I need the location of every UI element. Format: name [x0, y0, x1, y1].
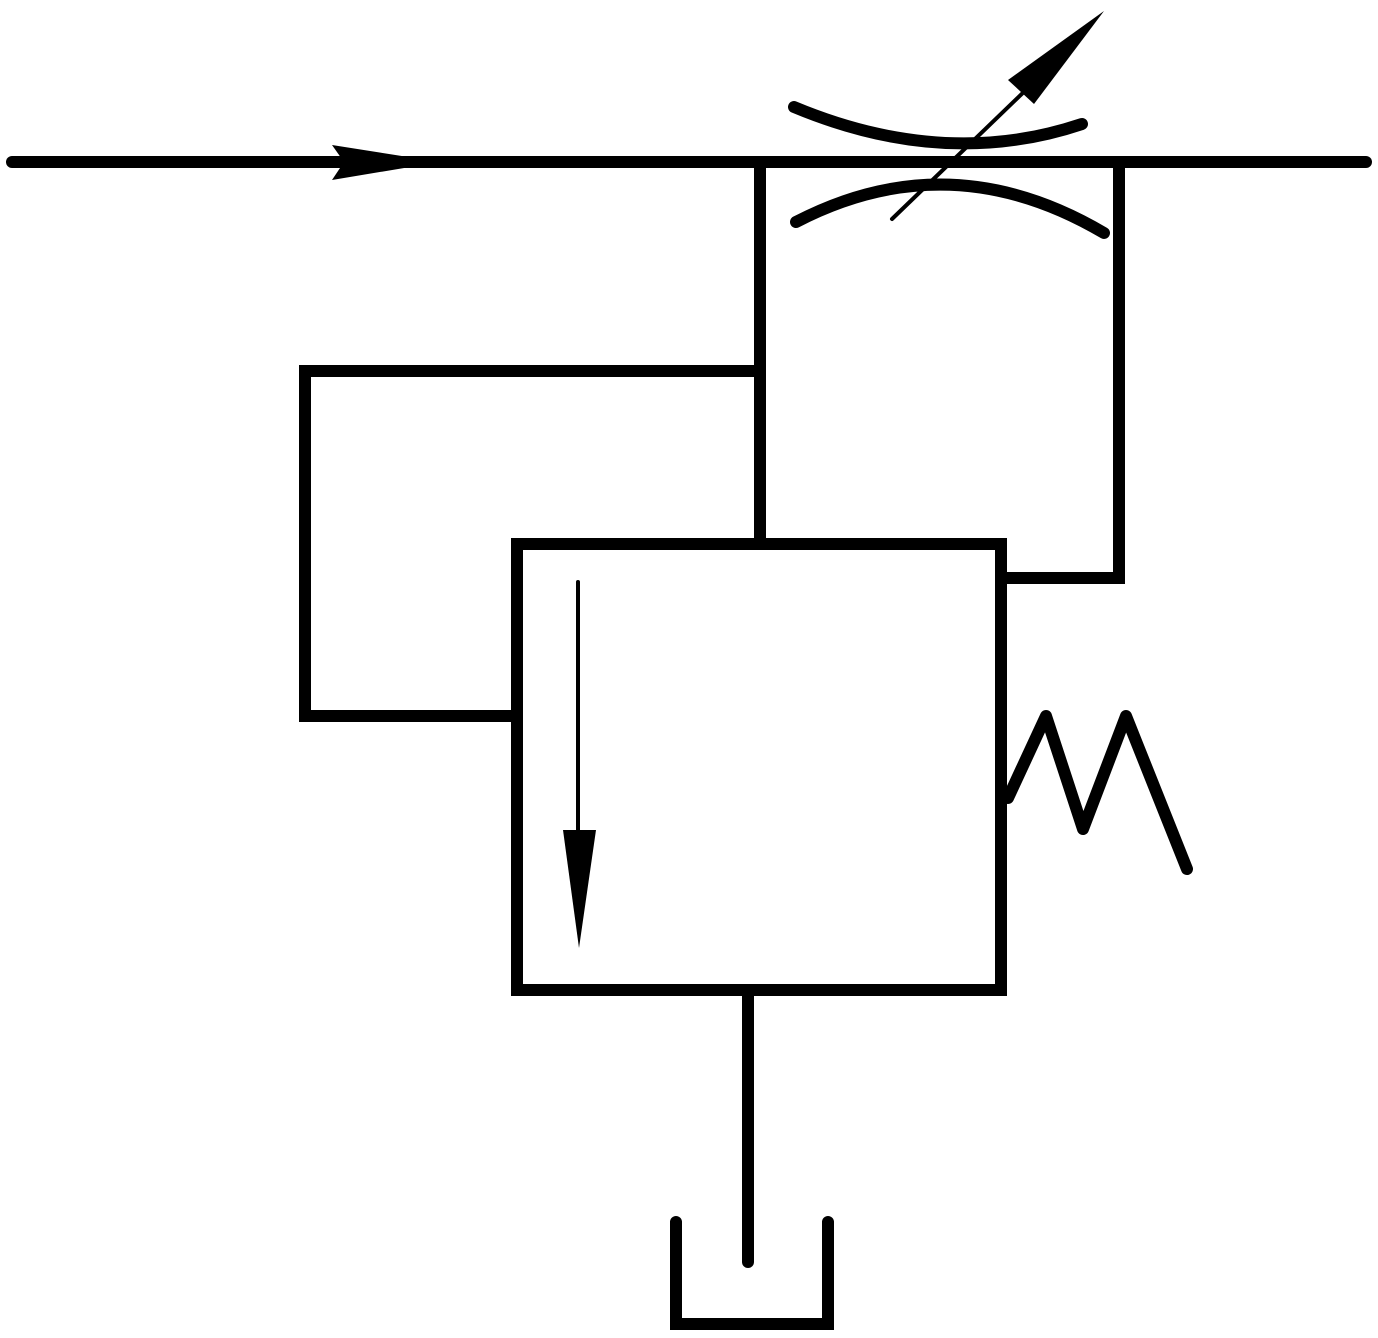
throttle-adjust-line — [890, 84, 1032, 221]
pilot-line-right — [1001, 162, 1125, 584]
throttle-upper-arc — [788, 101, 1088, 150]
valve-body — [511, 538, 1007, 996]
tank — [670, 1216, 834, 1330]
throttle-adjust-arrowhead — [1008, 11, 1104, 104]
throttle-lower-arc — [790, 178, 1110, 239]
pilot-line-left-loop — [299, 365, 760, 722]
supply-flow-arrow — [332, 145, 440, 180]
internal-flow-arrowhead — [563, 830, 596, 948]
spring — [1002, 710, 1193, 875]
